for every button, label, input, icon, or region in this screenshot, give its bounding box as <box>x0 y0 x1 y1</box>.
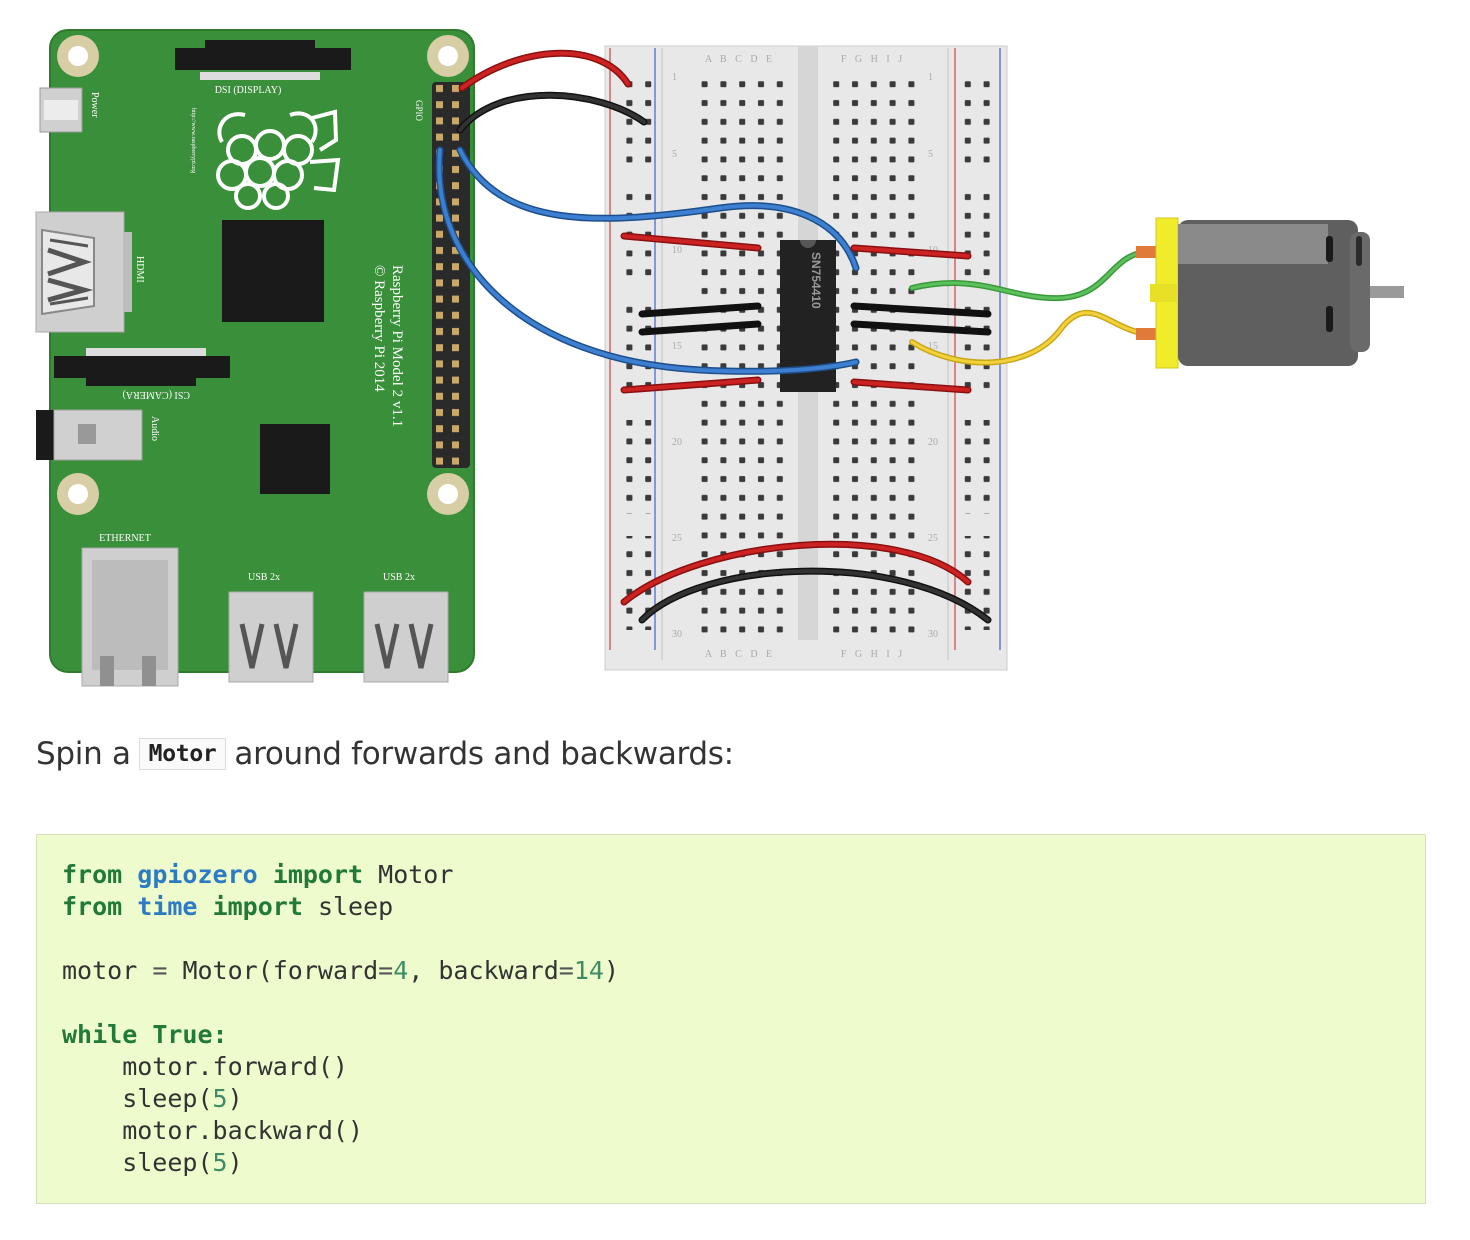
csi-label: CSI (CAMERA) <box>122 389 190 400</box>
usb2-label: USB 2x <box>383 572 415 583</box>
power-label: Power <box>89 92 100 118</box>
wiring-diagram: DSI (DISPLAY) Power http://www.raspberry… <box>35 29 1404 687</box>
code-text: motor <box>62 956 138 985</box>
row-number: 5 <box>672 149 677 160</box>
code-keyword: from <box>62 892 123 921</box>
row-number: 20 <box>672 437 682 448</box>
model-label-1: Raspberry Pi Model 2 v1.1 <box>389 265 405 427</box>
code-block: from gpiozero import Motor from time imp… <box>36 834 1426 1204</box>
code-operator: = <box>558 956 574 985</box>
row-number: 5 <box>928 149 933 160</box>
gpio-label: GPIO <box>414 100 424 122</box>
code-operator: = <box>378 956 394 985</box>
lan-chip <box>260 424 330 494</box>
code-number: 5 <box>212 1084 228 1113</box>
row-number: 15 <box>928 341 938 352</box>
wires <box>435 49 1153 624</box>
code-text: ) <box>227 1148 243 1177</box>
code-line: motor.forward() <box>62 1052 348 1081</box>
row-number: 1 <box>928 72 933 83</box>
audio-jack <box>36 409 143 461</box>
raspberry-logo-icon <box>216 109 341 210</box>
code-module: gpiozero <box>137 860 258 889</box>
code-keyword: import <box>212 892 303 921</box>
ethernet-port <box>81 547 179 687</box>
mounting-holes <box>57 35 469 515</box>
usb1-label: USB 2x <box>248 572 280 583</box>
code-text: sleep( <box>62 1084 213 1113</box>
model-label-2: © Raspberry Pi 2014 <box>371 265 387 392</box>
code-number: 4 <box>393 956 409 985</box>
row-number: 30 <box>928 629 938 640</box>
soc-chip <box>222 220 324 322</box>
ethernet-label: ETHERNET <box>99 533 151 544</box>
hdmi-port <box>35 211 132 333</box>
code-text: ) <box>227 1084 243 1113</box>
row-number: 10 <box>672 245 682 256</box>
dsi-connector <box>175 40 351 80</box>
code-keyword: from <box>62 860 123 889</box>
usb-port-1 <box>228 591 314 683</box>
hdmi-label: HDMI <box>134 256 145 283</box>
code-module: time <box>137 892 198 921</box>
row-number: 1 <box>672 72 677 83</box>
code-text: sleep( <box>62 1148 213 1177</box>
column-letters-bottom-right: F G H I J <box>841 649 905 660</box>
dsi-label: DSI (DISPLAY) <box>215 85 282 96</box>
audio-label: Audio <box>149 416 160 441</box>
column-letters-top-left: A B C D E <box>705 54 775 65</box>
code-text: Motor(forward <box>182 956 379 985</box>
intro-text-before: Spin a <box>36 736 131 772</box>
row-number: 30 <box>672 629 682 640</box>
code-keyword: import <box>272 860 364 889</box>
code-keyword: while <box>62 1020 138 1049</box>
row-number: 20 <box>928 437 938 448</box>
row-number: 15 <box>672 341 682 352</box>
url-label: http://www.raspberrypi.org <box>190 108 196 173</box>
dc-motor <box>1136 217 1404 369</box>
code-operator: = <box>152 956 168 985</box>
code-text: sleep <box>317 892 394 921</box>
chip-label: SN754410 <box>809 252 823 309</box>
code-number: 14 <box>573 956 604 985</box>
column-letters-bottom-left: A B C D E <box>705 649 775 660</box>
usb-port-2 <box>363 591 449 683</box>
column-letters-top-right: F G H I J <box>841 54 905 65</box>
intro-text-after: around forwards and backwards: <box>234 736 734 772</box>
code-text: ) <box>603 956 619 985</box>
code-keyword: True <box>152 1020 213 1049</box>
row-number: 25 <box>672 533 682 544</box>
code-text: Motor <box>378 860 454 889</box>
code-punct: : <box>212 1020 228 1049</box>
code-line: motor.backward() <box>62 1116 364 1145</box>
inline-code-motor: Motor <box>138 738 227 770</box>
code-text: , backward <box>408 956 559 985</box>
code-number: 5 <box>212 1148 228 1177</box>
row-number: 25 <box>928 533 938 544</box>
csi-connector <box>54 348 230 386</box>
code-listing: from gpiozero import Motor from time imp… <box>62 859 619 1179</box>
raspberry-pi-board: DSI (DISPLAY) Power http://www.raspberry… <box>35 29 475 687</box>
